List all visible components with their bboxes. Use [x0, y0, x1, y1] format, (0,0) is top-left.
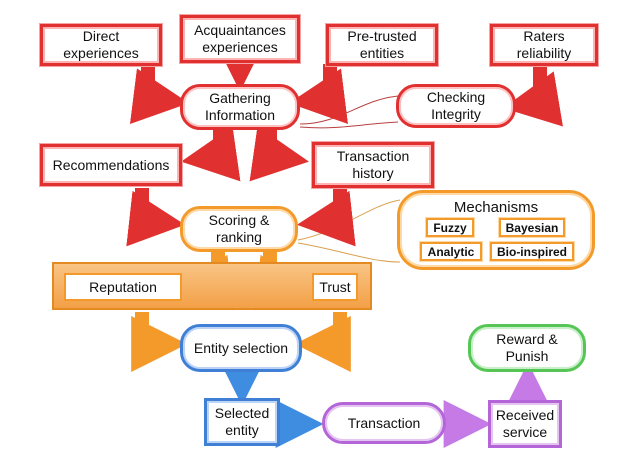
node-entity-selection: Entity selection [180, 324, 302, 372]
mechanism-bio-inspired: Bio-inspired [490, 242, 574, 261]
node-gathering-information: Gathering Information [180, 84, 300, 130]
node-transaction-history-label: Transaction history [336, 148, 410, 181]
node-received-service: Received service [488, 400, 562, 448]
node-reward-punish: Reward & Punish [468, 324, 586, 372]
arrow-trust-to-selection [294, 312, 351, 372]
mechanisms-panel: Mechanisms Fuzzy Bayesian Analytic Bio-i… [397, 190, 595, 270]
node-acquaintances-experiences: Acquaintances experiences [180, 15, 300, 63]
arrow-transaction-history-to-scoring [296, 188, 356, 247]
integrity-link-line-2 [299, 121, 399, 129]
node-transaction: Transaction [322, 402, 446, 444]
arrow-pretrusted-to-gathering [288, 64, 349, 124]
node-scoring-ranking: Scoring & ranking [180, 206, 298, 252]
node-gathering-label: Gathering Information [204, 90, 276, 123]
node-raters-reliability: Raters reliability [490, 24, 598, 66]
node-trust-label: Trust [319, 278, 351, 295]
node-reputation-label: Reputation [89, 278, 157, 295]
node-raters-label: Raters reliability [516, 28, 572, 61]
node-entity-selection-label: Entity selection [193, 339, 289, 356]
mechanism-fuzzy: Fuzzy [426, 218, 474, 237]
arrow-direct-to-gathering [129, 64, 190, 124]
node-recommendations: Recommendations [40, 144, 182, 186]
mechanism-analytic: Analytic [420, 242, 482, 261]
node-reputation: Reputation [64, 273, 182, 301]
node-acquaintances-label: Acquaintances experiences [194, 22, 286, 55]
arrow-raters-to-checking [503, 64, 563, 127]
node-transaction-label: Transaction [347, 414, 421, 431]
node-recommendations-label: Recommendations [52, 156, 170, 173]
node-direct-experiences-label: Direct experiences [63, 28, 139, 61]
arrow-reputation-to-selection [131, 312, 188, 372]
node-transaction-history: Transaction history [312, 142, 434, 188]
node-direct-experiences: Direct experiences [40, 24, 162, 66]
mechanisms-link-line-2 [297, 242, 401, 263]
node-checking-integrity: Checking Integrity [396, 84, 516, 128]
mechanisms-link-line [297, 199, 401, 241]
node-scoring-label: Scoring & ranking [208, 212, 270, 245]
node-reward-label: Reward & Punish [496, 331, 558, 364]
node-pretrusted-entities: Pre-trusted entities [326, 24, 438, 66]
node-trust: Trust [312, 273, 358, 301]
arrow-recommendations-to-scoring [126, 188, 186, 247]
mechanism-bayesian: Bayesian [499, 218, 565, 237]
node-checking-label: Checking Integrity [426, 89, 486, 122]
node-selected-entity: Selected entity [204, 398, 280, 446]
node-received-service-label: Received service [495, 407, 555, 440]
node-selected-entity-label: Selected entity [214, 405, 270, 438]
arrow-gathering-to-transaction-history [249, 125, 309, 182]
node-pretrusted-label: Pre-trusted entities [347, 28, 417, 61]
arrow-gathering-to-recommendations [181, 125, 241, 182]
mechanisms-title: Mechanisms [453, 199, 539, 216]
